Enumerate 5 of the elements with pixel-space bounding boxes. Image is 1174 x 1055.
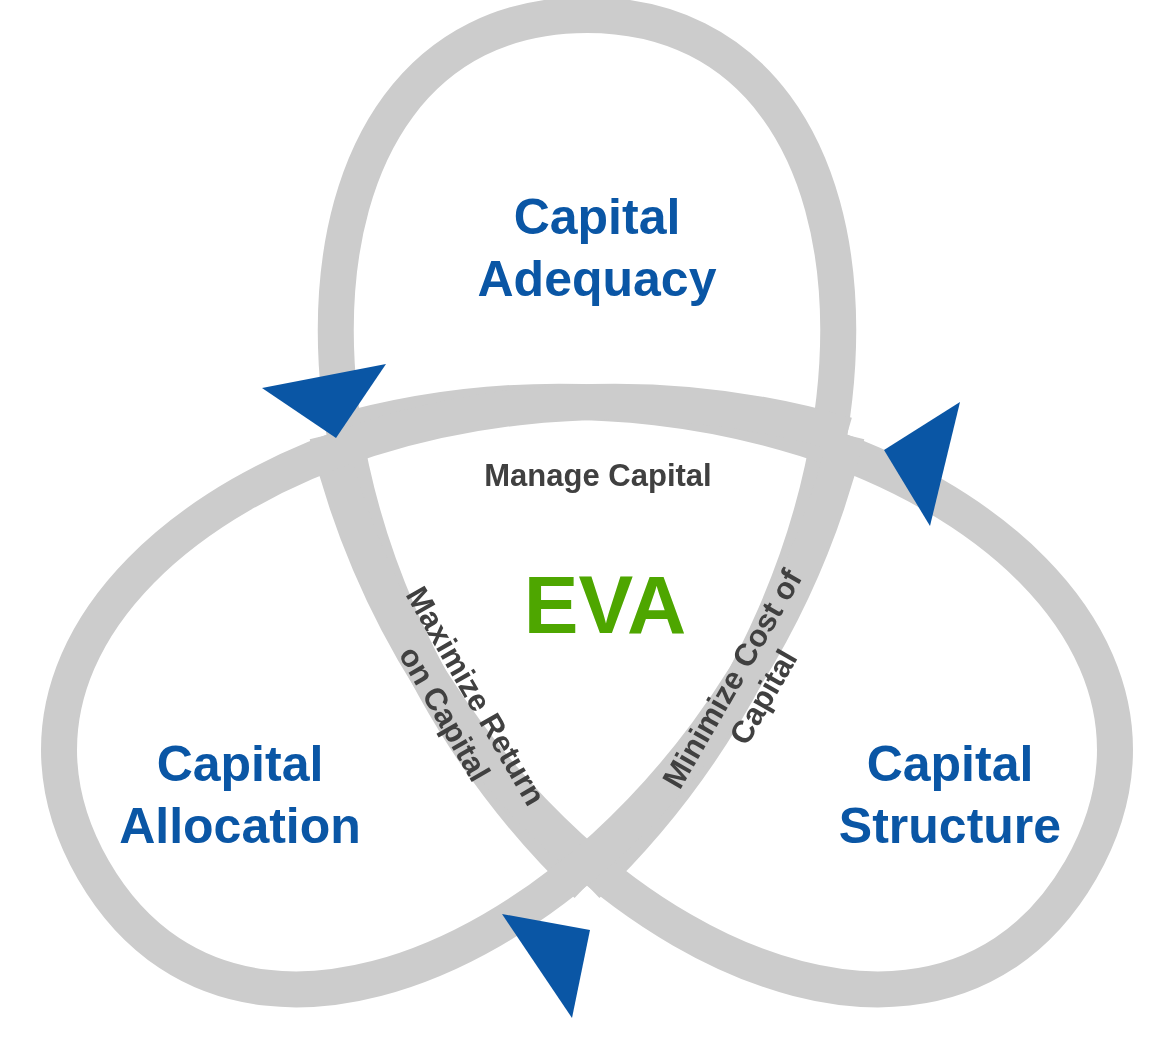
center-title: EVA [522,557,688,652]
loop-title: Capital Adequacy [437,186,757,310]
loop-title: Capital Allocation [80,733,400,857]
cycle-label: Manage Capital [483,458,713,494]
loop-title: Capital Structure [790,733,1110,857]
